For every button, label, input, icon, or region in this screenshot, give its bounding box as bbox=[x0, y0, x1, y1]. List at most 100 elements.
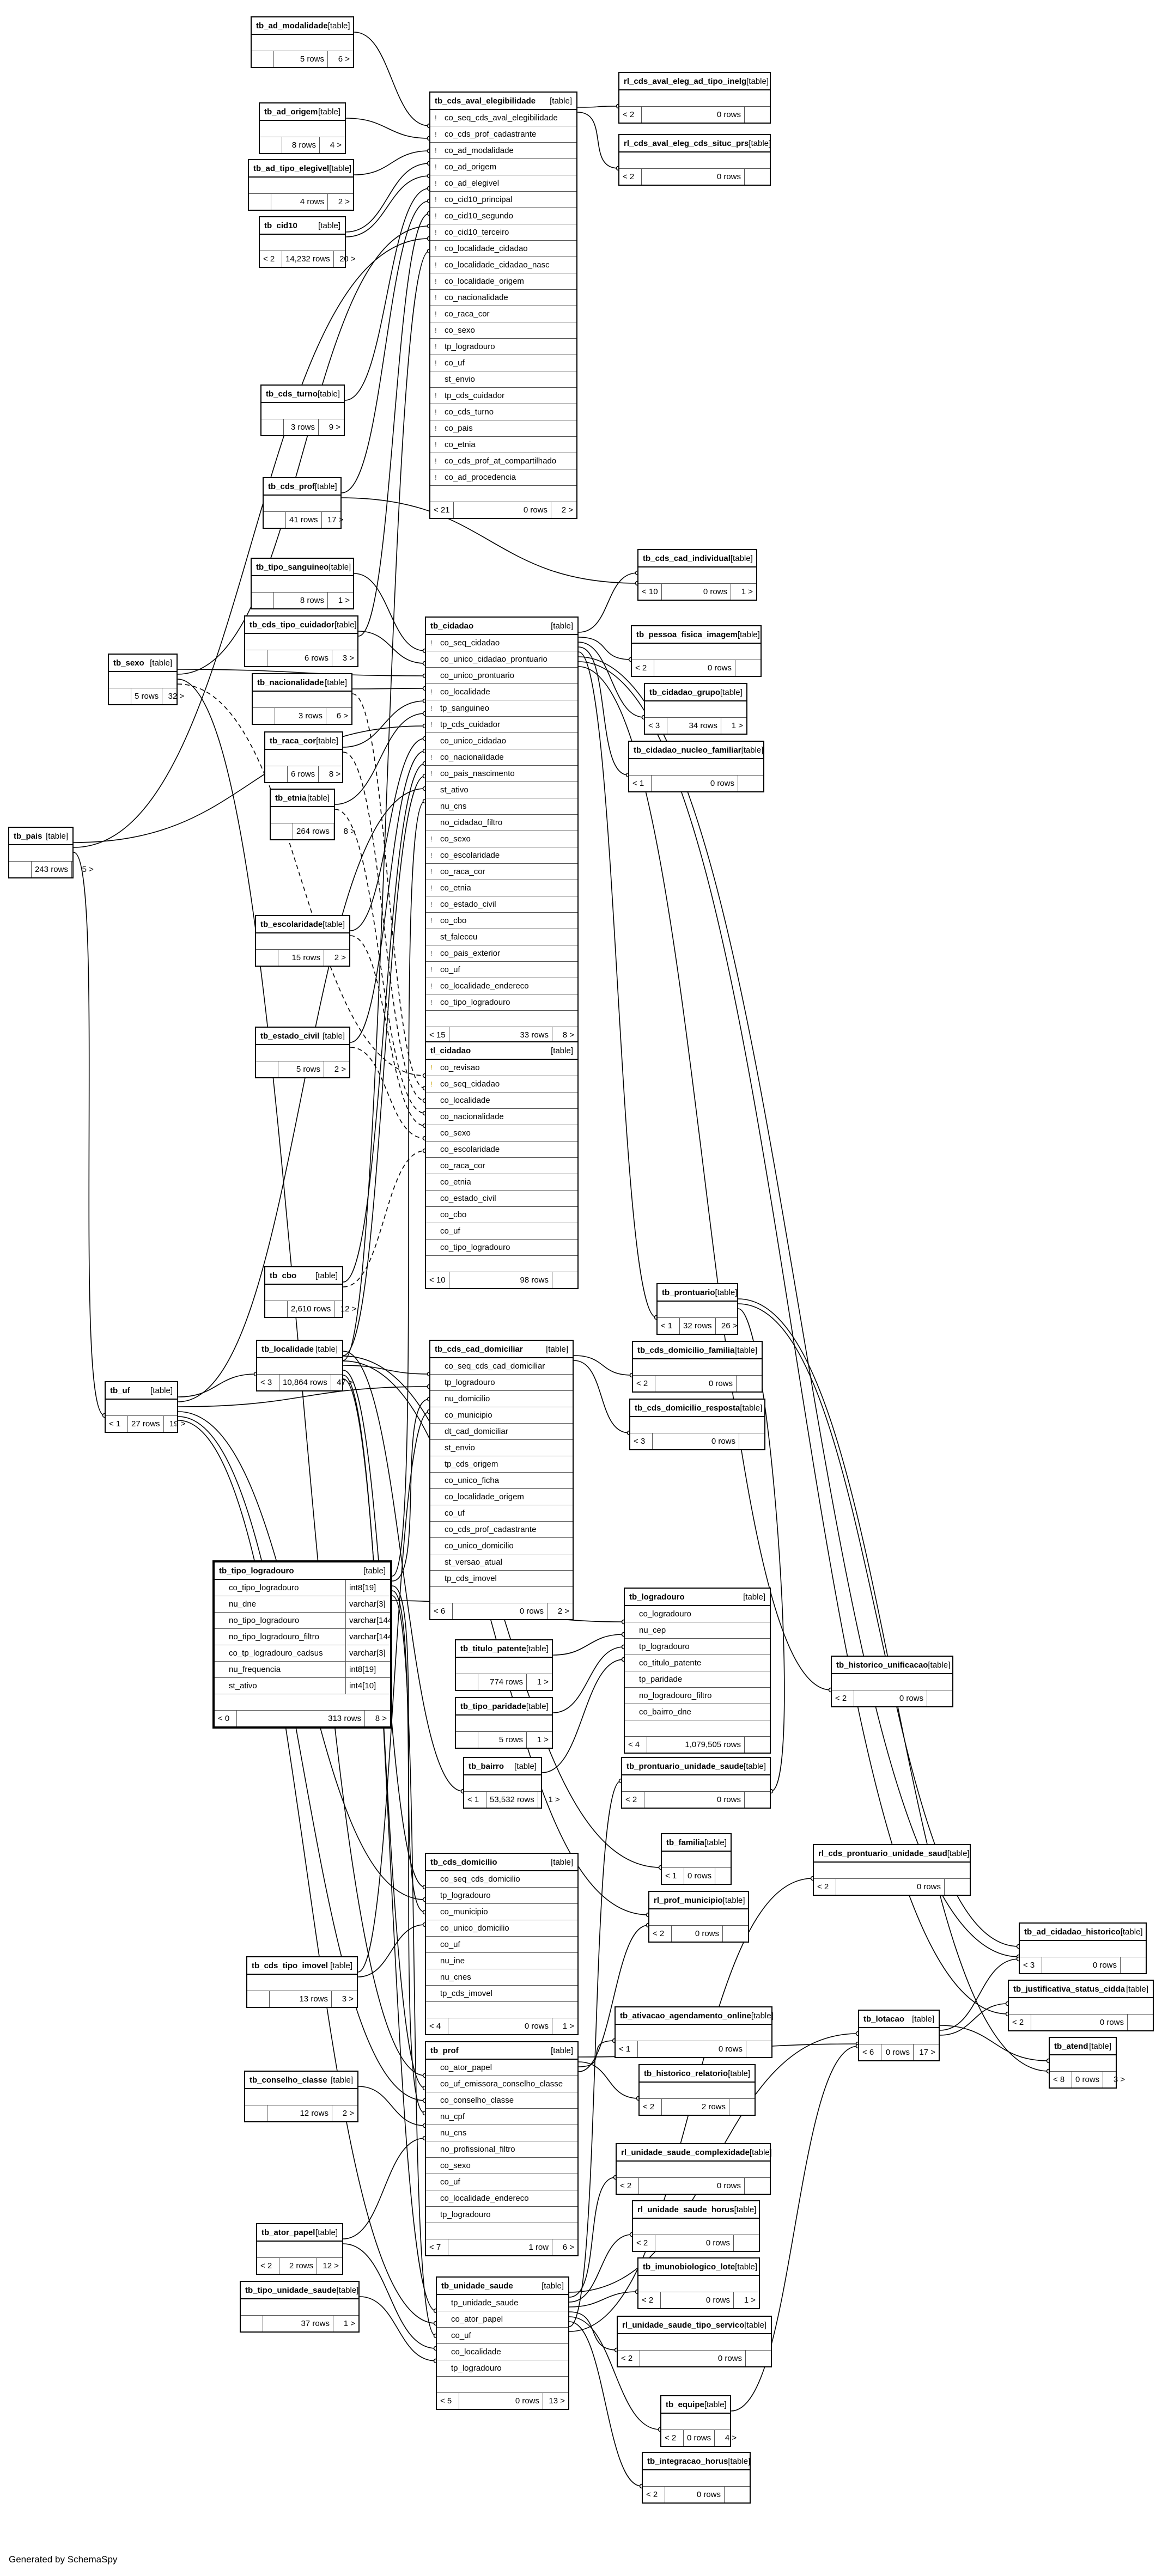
column-row[interactable]: st_ativo bbox=[426, 782, 577, 798]
column-row[interactable]: tp_logradouro bbox=[437, 2360, 568, 2377]
column-row[interactable]: co_municipio bbox=[430, 1407, 573, 1424]
column-row[interactable]: co_nacionalidade bbox=[426, 1109, 577, 1125]
column-row[interactable]: !co_cds_prof_cadastrante bbox=[430, 126, 576, 143]
column-row[interactable]: nu_cpf bbox=[426, 2109, 577, 2125]
column-row[interactable]: co_unico_domicilio bbox=[426, 1920, 577, 1937]
column-row[interactable]: co_unico_cidadao_prontuario bbox=[426, 651, 577, 668]
column-row[interactable]: !co_etnia bbox=[426, 880, 577, 896]
column-row[interactable]: !co_etnia bbox=[430, 437, 576, 453]
column-row[interactable]: co_logradouro bbox=[625, 1606, 770, 1622]
column-row[interactable]: no_logradouro_filtro bbox=[625, 1688, 770, 1704]
column-row[interactable]: co_escolaridade bbox=[426, 1142, 577, 1158]
column-row[interactable]: no_cidadao_filtro bbox=[426, 815, 577, 831]
column-row[interactable]: co_ator_papel bbox=[426, 2060, 577, 2076]
table-rl-cds-aval-eleg-ad-tipo-inelg[interactable]: rl_cds_aval_eleg_ad_tipo_inelg[table]< 2… bbox=[618, 72, 771, 124]
column-row[interactable]: !co_localidade_cidadao_nasc bbox=[430, 257, 576, 273]
column-row[interactable]: !co_cds_turno bbox=[430, 404, 576, 420]
column-row[interactable]: co_unico_ficha bbox=[430, 1473, 573, 1489]
column-row[interactable]: co_uf bbox=[426, 2174, 577, 2190]
column-row[interactable]: co_titulo_patente bbox=[625, 1655, 770, 1671]
column-row[interactable]: st_envio bbox=[430, 1440, 573, 1456]
column-row[interactable]: !co_raca_cor bbox=[426, 864, 577, 880]
column-row[interactable]: tp_logradouro bbox=[426, 1888, 577, 1904]
column-row[interactable]: !co_pais_exterior bbox=[426, 945, 577, 962]
column-row[interactable]: tp_cds_origem bbox=[430, 1456, 573, 1473]
column-row[interactable]: co_localidade bbox=[437, 2344, 568, 2360]
column-row[interactable]: !tp_cds_cuidador bbox=[430, 388, 576, 404]
column-row[interactable]: co_uf bbox=[426, 1937, 577, 1953]
column-row[interactable]: !co_ad_procedencia bbox=[430, 469, 576, 486]
column-row[interactable]: tp_logradouro bbox=[430, 1375, 573, 1391]
column-row[interactable]: co_cbo bbox=[426, 1207, 577, 1223]
column-row[interactable]: no_profissional_filtro bbox=[426, 2141, 577, 2158]
column-row[interactable]: !co_revisao bbox=[426, 1060, 577, 1076]
column-row[interactable]: co_uf bbox=[426, 1223, 577, 1240]
column-row[interactable]: co_localidade bbox=[426, 1092, 577, 1109]
column-row[interactable]: co_tipo_logradouro bbox=[426, 1240, 577, 1256]
column-row[interactable]: !co_cid10_segundo bbox=[430, 208, 576, 224]
column-row[interactable]: co_uf_emissora_conselho_classe bbox=[426, 2076, 577, 2092]
column-row[interactable]: co_conselho_classe bbox=[426, 2092, 577, 2109]
column-row[interactable]: st_faleceu bbox=[426, 929, 577, 945]
column-row[interactable]: !co_seq_cidadao bbox=[426, 635, 577, 651]
table-tb-cds-cad-domiciliar[interactable]: tb_cds_cad_domiciliar[table]co_seq_cds_c… bbox=[429, 1340, 574, 1620]
column-row[interactable]: co_unico_domicilio bbox=[430, 1538, 573, 1554]
column-row[interactable]: !co_escolaridade bbox=[426, 847, 577, 864]
column-row[interactable]: nu_cns bbox=[426, 2125, 577, 2141]
table-tb-cds-domicilio[interactable]: tb_cds_domicilio[table]co_seq_cds_domici… bbox=[425, 1853, 579, 2035]
column-row[interactable]: co_sexo bbox=[426, 1125, 577, 1142]
column-row[interactable]: !co_estado_civil bbox=[426, 896, 577, 913]
column-row[interactable]: !co_ad_origem bbox=[430, 159, 576, 175]
column-row[interactable]: co_bairro_dne bbox=[625, 1704, 770, 1720]
table-tb-tipo-logradouro[interactable]: tb_tipo_logradouro[table]co_tipo_logrado… bbox=[212, 1560, 392, 1729]
column-row[interactable]: co_ator_papel bbox=[437, 2311, 568, 2328]
column-row[interactable]: tp_unidade_saude bbox=[437, 2295, 568, 2311]
column-row[interactable]: co_raca_cor bbox=[426, 1158, 577, 1174]
column-row[interactable]: co_estado_civil bbox=[426, 1191, 577, 1207]
column-row[interactable]: tp_paridade bbox=[625, 1671, 770, 1688]
column-row[interactable]: !co_nacionalidade bbox=[430, 290, 576, 306]
column-row[interactable]: co_sexo bbox=[426, 2158, 577, 2174]
column-row[interactable]: !co_localidade_cidadao bbox=[430, 241, 576, 257]
column-row[interactable]: co_uf bbox=[437, 2328, 568, 2344]
column-row[interactable]: nu_cnes bbox=[426, 1969, 577, 1986]
